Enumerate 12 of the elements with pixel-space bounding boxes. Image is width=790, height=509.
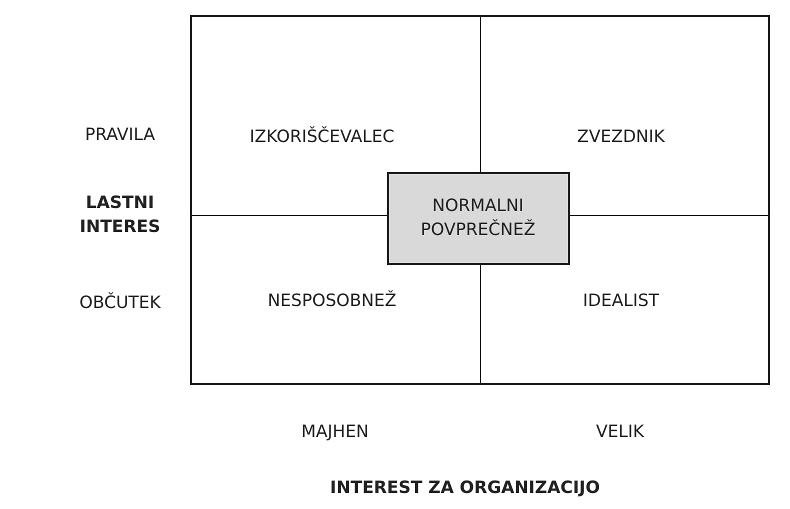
axis-value-label: VELIK [594, 421, 646, 444]
quadrant-label: IDEALIST [582, 290, 660, 313]
axis-value-label: OBČUTEK [78, 291, 162, 315]
quadrant-label: NORMALNI POVPREČNEŽ [420, 195, 536, 242]
axis-value-label: MAJHEN [300, 421, 370, 444]
quadrant-label: IZKORIŠČEVALEC [248, 125, 396, 149]
axis-title: LASTNI INTERES [78, 192, 162, 239]
quadrant-label: NESPOSOBNEŽ [266, 289, 398, 313]
quadrant-label: ZVEZDNIK [576, 126, 666, 149]
axis-value-label: PRAVILA [84, 124, 156, 147]
center-box [387, 172, 570, 265]
axis-title: INTEREST ZA ORGANIZACIJO [329, 477, 601, 500]
